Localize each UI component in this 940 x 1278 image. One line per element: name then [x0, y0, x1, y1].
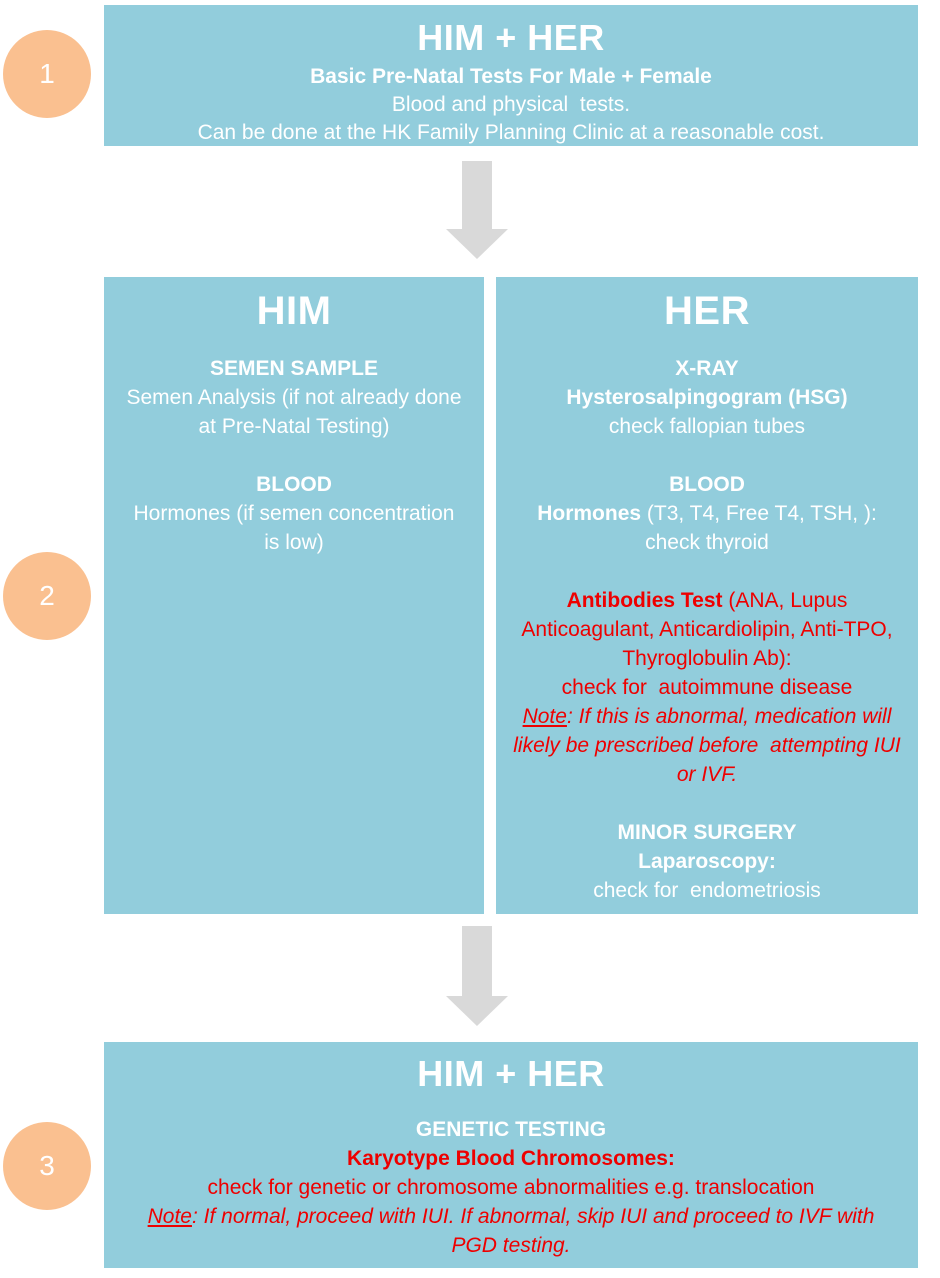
xray-subheading: Hysterosalpingogram (HSG) — [566, 386, 848, 409]
step-2-her-box: HER X-RAY Hysterosalpingogram (HSG) chec… — [496, 277, 918, 914]
semen-line-1: Semen Analysis (if not already done — [126, 386, 462, 409]
genetic-heading: GENETIC TESTING — [415, 1118, 607, 1141]
her-title: HER — [664, 289, 750, 333]
step-3-note-label: Note — [147, 1205, 192, 1228]
him-blood-line-1: Hormones (if semen concentration — [133, 502, 455, 525]
down-arrow-2-body — [462, 926, 492, 996]
hormones-label: Hormones — [537, 502, 642, 525]
down-arrow-2-head — [446, 996, 508, 1026]
antibodies-label: Antibodies Test — [566, 589, 723, 612]
antibodies-line-4: check for autoimmune disease — [561, 676, 853, 699]
her-note-line-1: Note: If this is abnormal, medication wi… — [496, 702, 918, 731]
her-note-line-3: or IVF. — [676, 763, 738, 786]
her-body: X-RAY Hysterosalpingogram (HSG) check fa… — [496, 354, 918, 905]
step-3-badge: 3 — [3, 1122, 91, 1210]
step-1-subtitle: Basic Pre-Natal Tests For Male + Female — [310, 65, 712, 88]
step-2-badge: 2 — [3, 552, 91, 640]
spacer — [104, 441, 484, 470]
antibodies-line-2: Anticoagulant, Anticardiolipin, Anti-TPO… — [521, 618, 893, 641]
her-blood-heading: BLOOD — [669, 473, 745, 496]
step-2-him-box: HIM SEMEN SAMPLE Semen Analysis (if not … — [104, 277, 484, 914]
spacer — [496, 789, 918, 818]
step-3-note-line-2: PGD testing. — [451, 1234, 571, 1257]
him-title: HIM — [256, 289, 332, 333]
semen-sample-heading: SEMEN SAMPLE — [209, 357, 379, 380]
step-3-note-text: : If normal, proceed with IUI. If abnorm… — [191, 1205, 875, 1228]
step-1-title: HIM + HER — [417, 17, 605, 58]
step-3-box: HIM + HER GENETIC TESTING Karyotype Bloo… — [104, 1042, 918, 1268]
step-3-body: GENETIC TESTING Karyotype Blood Chromoso… — [104, 1115, 918, 1260]
spacer — [496, 441, 918, 470]
step-3-title: HIM + HER — [417, 1053, 605, 1094]
antibodies-line-1: Antibodies Test (ANA, Lupus — [496, 586, 918, 615]
semen-line-2: at Pre-Natal Testing) — [198, 415, 390, 438]
him-blood-heading: BLOOD — [256, 473, 332, 496]
her-note-text: : If this is abnormal, medication will — [566, 705, 892, 728]
step-1-line-2: Can be done at the HK Family Planning Cl… — [197, 121, 825, 144]
antibodies-detail: (ANA, Lupus — [722, 589, 848, 612]
him-body: SEMEN SAMPLE Semen Analysis (if not alre… — [104, 354, 484, 557]
karyotype-heading: Karyotype Blood Chromosomes: — [347, 1147, 675, 1170]
surgery-line: check for endometriosis — [593, 879, 821, 902]
thyroid-line: check thyroid — [645, 531, 769, 554]
hormones-line: Hormones (T3, T4, Free T4, TSH, ): — [496, 499, 918, 528]
her-note-label: Note — [522, 705, 567, 728]
her-note-line-2: likely be prescribed before attempting I… — [513, 734, 901, 757]
karyotype-line: check for genetic or chromosome abnormal… — [207, 1176, 815, 1199]
antibodies-line-3: Thyroglobulin Ab): — [622, 647, 792, 670]
spacer — [496, 557, 918, 586]
xray-heading: X-RAY — [675, 357, 739, 380]
step-1-badge: 1 — [3, 30, 91, 118]
step-1-box: HIM + HER Basic Pre-Natal Tests For Male… — [104, 5, 918, 146]
hormones-detail: (T3, T4, Free T4, TSH, ): — [641, 502, 877, 525]
xray-line: check fallopian tubes — [608, 415, 806, 438]
step-1-line-1: Blood and physical tests. — [391, 93, 631, 116]
down-arrow-1-head — [446, 229, 508, 259]
surgery-subheading: Laparoscopy: — [638, 850, 776, 873]
surgery-heading: MINOR SURGERY — [617, 821, 797, 844]
him-blood-line-2: is low) — [264, 531, 324, 554]
down-arrow-1-body — [462, 161, 492, 229]
step-3-note-line-1: Note: If normal, proceed with IUI. If ab… — [104, 1202, 918, 1231]
